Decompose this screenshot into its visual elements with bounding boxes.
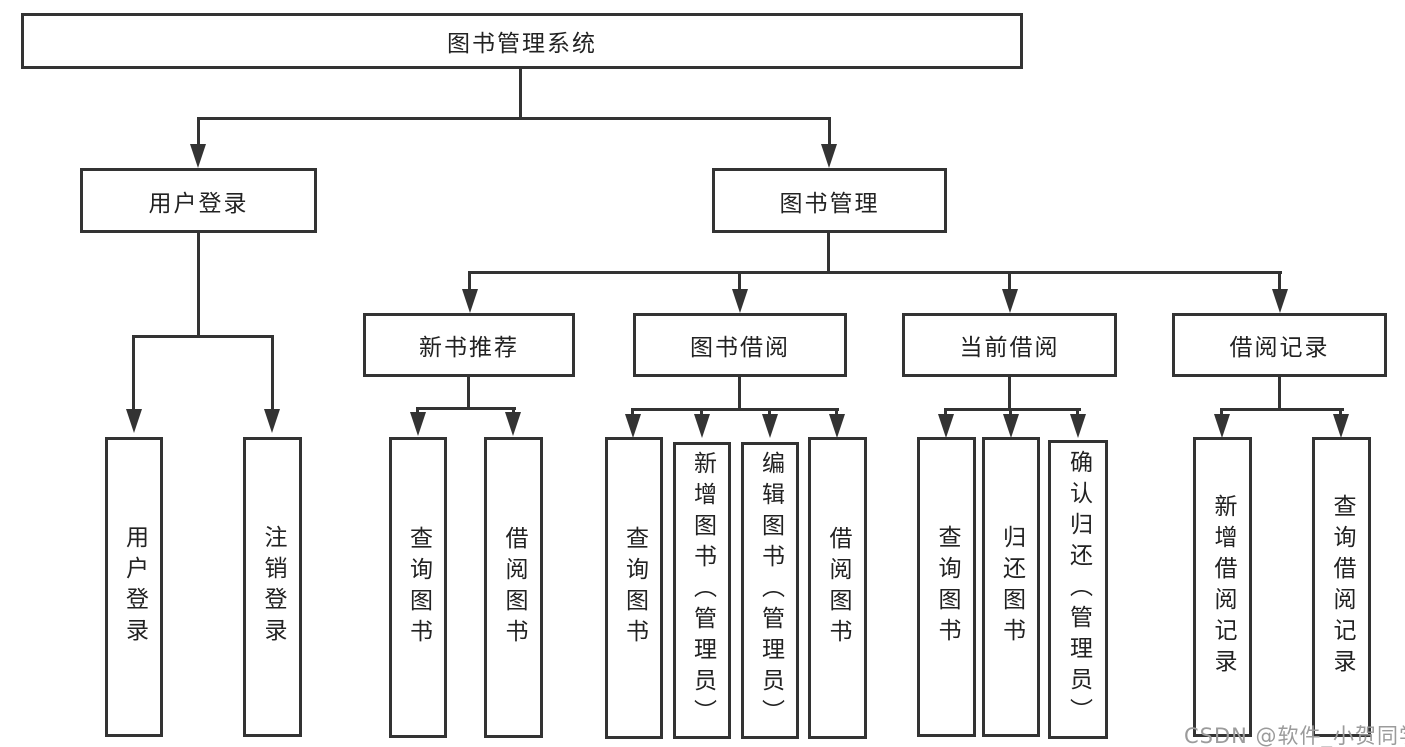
node-library-management-system: 图书管理系统: [21, 13, 1023, 69]
connector-line: [631, 411, 634, 415]
leaf-current-query-book: 查询图书: [917, 437, 976, 737]
connector-line: [1008, 377, 1011, 409]
connector-line: [1339, 411, 1342, 415]
leaf-current-return-book: 归还图书: [982, 437, 1040, 737]
connector-line: [1009, 411, 1012, 415]
leaf-borrowing-query-book: 查询图书: [605, 437, 663, 739]
connector-line: [700, 411, 703, 415]
arrow-down-icon: [1003, 414, 1019, 438]
connector-line: [468, 274, 471, 290]
connector-line: [1220, 408, 1344, 411]
arrow-down-icon: [126, 409, 142, 433]
leaf-recommend-query-book: 查询图书: [389, 437, 447, 738]
connector-line: [416, 407, 516, 410]
arrow-down-icon: [1002, 289, 1018, 313]
arrow-down-icon: [821, 144, 837, 168]
connector-line: [738, 274, 741, 290]
connector-line: [132, 335, 274, 338]
connector-line: [271, 338, 274, 409]
connector-line: [1278, 377, 1281, 409]
arrow-down-icon: [938, 414, 954, 438]
connector-line: [944, 411, 947, 415]
connector-line: [738, 377, 741, 409]
node-new-book-recommend: 新书推荐: [363, 313, 575, 377]
connector-line: [197, 233, 200, 336]
watermark: CSDN @软件_小贺同学: [1184, 724, 1405, 747]
connector-line: [768, 411, 771, 415]
arrow-down-icon: [694, 414, 710, 438]
leaf-current-confirm-return-admin: 确认归还（管理员）: [1048, 440, 1108, 739]
arrow-down-icon: [732, 289, 748, 313]
leaf-borrowing-add-book-admin: 新增图书（管理员）: [673, 442, 731, 739]
connector-line: [197, 119, 200, 146]
arrow-down-icon: [190, 144, 206, 168]
arrow-down-icon: [1214, 414, 1230, 438]
leaf-logout: 注销登录: [243, 437, 302, 737]
node-borrowing-records: 借阅记录: [1172, 313, 1387, 377]
arrow-down-icon: [462, 289, 478, 313]
connector-line: [468, 271, 1282, 274]
node-book-borrowing: 图书借阅: [633, 313, 847, 377]
connector-line: [132, 338, 135, 409]
arrow-down-icon: [1070, 414, 1086, 438]
leaf-user-login: 用户登录: [105, 437, 163, 737]
arrow-down-icon: [264, 409, 280, 433]
connector-line: [519, 69, 522, 119]
connector-line: [467, 377, 470, 408]
connector-line: [197, 117, 831, 120]
connector-line: [1008, 274, 1011, 290]
connector-line: [835, 411, 838, 415]
node-book-management: 图书管理: [712, 168, 947, 233]
leaf-borrowing-borrow-book: 借阅图书: [808, 437, 867, 739]
leaf-borrowing-edit-book-admin: 编辑图书（管理员）: [741, 442, 799, 739]
leaf-records-add-record: 新增借阅记录: [1193, 437, 1252, 737]
connector-line: [828, 119, 831, 146]
arrow-down-icon: [829, 414, 845, 438]
connector-line: [827, 233, 830, 272]
connector-line: [944, 408, 1081, 411]
leaf-records-query-record: 查询借阅记录: [1312, 437, 1371, 737]
node-current-borrowing: 当前借阅: [902, 313, 1117, 377]
arrow-down-icon: [1333, 414, 1349, 438]
connector-line: [1278, 274, 1281, 290]
arrow-down-icon: [410, 412, 426, 436]
connector-line: [1220, 411, 1223, 415]
leaf-recommend-borrow-book: 借阅图书: [484, 437, 543, 738]
node-user-login: 用户登录: [80, 168, 317, 233]
arrow-down-icon: [505, 412, 521, 436]
arrow-down-icon: [1272, 289, 1288, 313]
connector-line: [631, 408, 839, 411]
arrow-down-icon: [762, 414, 778, 438]
connector-line: [1076, 411, 1079, 415]
arrow-down-icon: [625, 414, 641, 438]
